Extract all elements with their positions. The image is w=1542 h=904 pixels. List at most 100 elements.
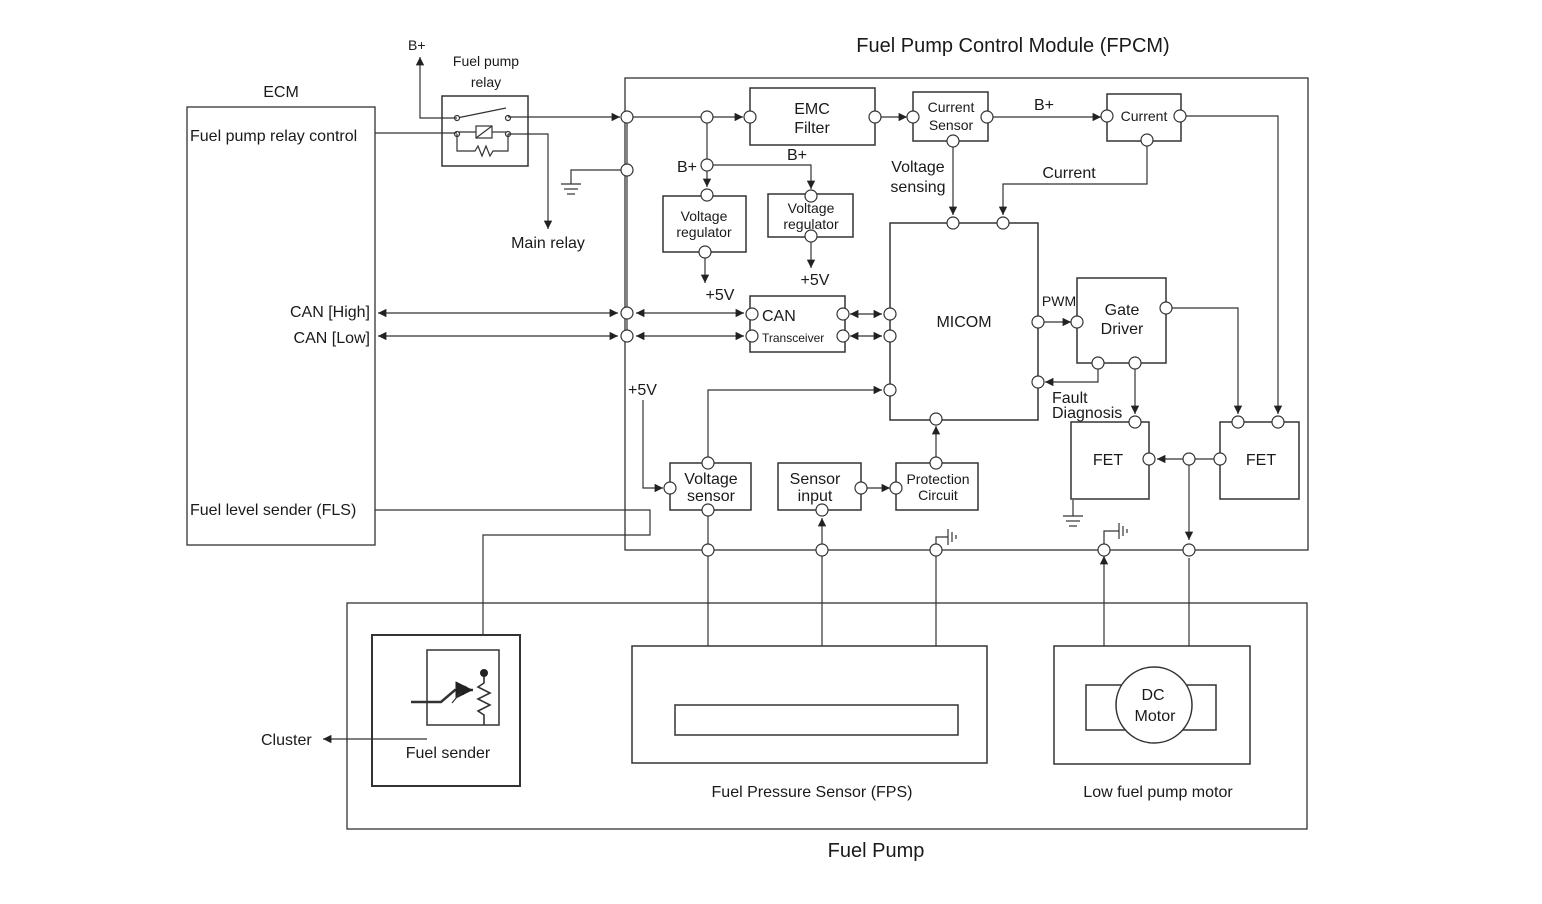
si-text-1: Sensor [790,471,841,488]
fpcm-title: Fuel Pump Control Module (FPCM) [856,35,1169,57]
voltage-regulator-1 [662,195,747,253]
node [836,329,850,343]
node [1213,452,1227,466]
pc-text-1: Protection [906,471,969,487]
sensor-input-block [777,462,862,511]
cluster-label: Cluster [261,732,312,749]
node [836,307,850,321]
relay-contact-b [504,114,512,122]
node [1070,315,1084,329]
fuel-sender-inner [426,649,500,726]
node [700,188,714,202]
wire-fls [375,509,651,673]
main-relay-label: Main relay [511,235,585,252]
emc-text-2: Filter [794,120,830,137]
node [745,329,759,343]
dc-motor [1115,666,1193,744]
fet1-text: FET [1093,452,1123,469]
node [743,110,757,124]
current-block [1106,93,1182,142]
emc-text-1: EMC [794,101,830,118]
fuel-sender-resistor [476,673,492,725]
can-transceiver-block [749,295,846,353]
si-text-2: input [798,488,833,505]
voltage-sensing-1: Voltage [891,159,944,176]
node [906,110,920,124]
node [1100,109,1114,123]
ecm-label: ECM [263,84,299,101]
gate-text-2: Driver [1101,321,1144,338]
wire-bplus-relay [415,57,457,119]
gate-text-1: Gate [1105,302,1140,319]
fet2-text: FET [1246,452,1276,469]
relay-resistor [456,134,509,158]
node [929,456,943,470]
wire-ground-top [570,169,627,184]
node [620,329,634,343]
plus5v-1: +5V [706,287,735,304]
relay-label-1: Fuel pump [453,53,519,69]
can-text-2: Transceiver [762,331,824,345]
node [804,189,818,203]
node [620,306,634,320]
wire-main-relay [508,133,553,229]
protection-circuit-block [895,462,979,511]
node [1140,133,1154,147]
vr2-text-2: regulator [783,216,839,232]
node [620,110,634,124]
vr2-text-1: Voltage [788,200,835,216]
current-sensor-block [912,91,989,142]
relay-coil-slash [475,125,493,139]
relay-switch [456,107,507,119]
node [996,216,1010,230]
node [620,163,634,177]
fet-2-block [1219,421,1300,500]
b-plus-vr2: B+ [787,147,807,164]
node [1159,301,1173,315]
voltage-sensing-2: sensing [890,179,945,196]
node [700,158,714,172]
b-plus-cs: B+ [1034,97,1054,114]
ecm-fls: Fuel level sender (FLS) [190,502,356,519]
wire-current-feedback [998,142,1148,215]
cs-text-2: Sensor [929,117,974,133]
node [1031,375,1045,389]
node [1271,415,1285,429]
node [883,307,897,321]
node [1182,543,1196,557]
connection-nodes [620,109,1285,557]
vr1-text-1: Voltage [681,208,728,224]
motor-text-1: DC [1141,687,1164,704]
node [701,503,715,517]
node [946,134,960,148]
wire-vr2-in [707,164,816,189]
node [1231,415,1245,429]
node [868,110,882,124]
fuel-pump-title: Fuel Pump [828,840,925,862]
motor-text-2: Motor [1135,708,1177,725]
ecm-can-high: CAN [High] [290,304,370,321]
node [1091,356,1105,370]
voltage-sensor-block [669,462,752,511]
current-box-text: Current [1121,108,1168,124]
node [854,481,868,495]
node [889,481,903,495]
node [701,456,715,470]
micom-block [889,222,1039,421]
relay-b-plus: B+ [408,37,426,53]
node [1142,452,1156,466]
node [1128,356,1142,370]
vr1-text-2: regulator [676,224,732,240]
fuel-sender-variable [451,685,467,704]
wire-gate-fet2 [1166,307,1243,414]
ecm-box [186,106,376,546]
node [804,229,818,243]
fuel-sender-node [480,669,488,677]
current-label: Current [1042,165,1096,182]
micom-text: MICOM [936,314,991,331]
node [701,543,715,557]
fault-2: Diagnosis [1052,405,1122,422]
cs-text-1: Current [928,99,975,115]
pwm-label: PWM [1042,293,1076,309]
node [929,543,943,557]
